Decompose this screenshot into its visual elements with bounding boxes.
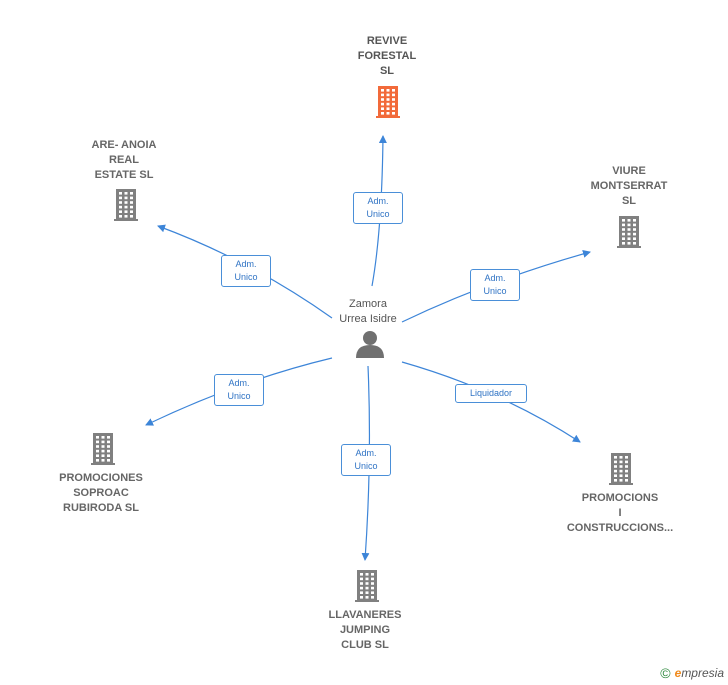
role-badge-revive: Adm. Unico [353, 192, 403, 224]
building-icon-construccions[interactable] [609, 453, 633, 485]
company-name-viure: VIURE MONTSERRAT SL [590, 165, 668, 207]
copyright-symbol: © [660, 665, 671, 681]
role-badge-soproac: Adm. Unico [214, 374, 264, 406]
company-name-llavaneres: LLAVANERES JUMPING CLUB SL [328, 609, 402, 651]
building-icon-llavaneres[interactable] [355, 570, 379, 602]
company-name-construccions: PROMOCIONS I CONSTRUCCIONS... [566, 492, 674, 534]
icons [91, 86, 641, 602]
building-icon-viure[interactable] [617, 216, 641, 248]
person-icon[interactable] [356, 331, 384, 358]
footer: © empresia [660, 665, 724, 681]
company-name-revive: REVIVE FORESTAL SL [357, 35, 417, 77]
center-person-name: Zamora Urrea Isidre [339, 298, 397, 325]
role-badge-construccions: Liquidador [455, 384, 527, 403]
building-icon-are[interactable] [114, 189, 138, 221]
building-icon-revive[interactable] [376, 86, 400, 118]
company-name-are: ARE- ANOIA REAL ESTATE SL [91, 139, 157, 181]
role-badge-llavaneres: Adm. Unico [341, 444, 391, 476]
brand-logo[interactable]: empresia [674, 666, 724, 680]
role-badge-viure: Adm. Unico [470, 269, 520, 301]
company-name-soproac: PROMOCIONES SOPROAC RUBIRODA SL [59, 472, 143, 514]
building-icon-soproac[interactable] [91, 433, 115, 465]
role-badge-are: Adm. Unico [221, 255, 271, 287]
